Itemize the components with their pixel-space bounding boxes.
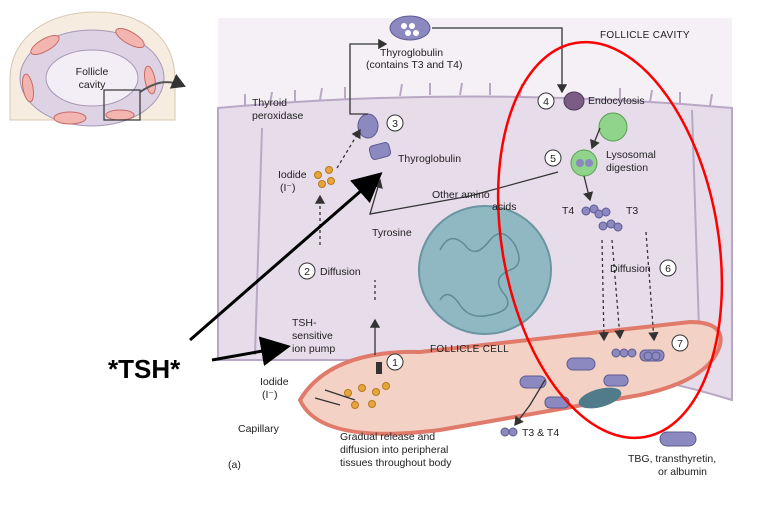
diffusion-right-label: Diffusion xyxy=(610,263,651,275)
thyroglobulin-mid-label: Thyroglobulin xyxy=(398,153,461,165)
tsh-arrows xyxy=(189,172,383,366)
endocytosis-vesicle-icon xyxy=(563,91,585,111)
step-3: 3 xyxy=(392,118,398,130)
inset-label: Follicle xyxy=(76,66,109,78)
step-markers: 3 4 5 2 6 1 7 xyxy=(298,92,689,371)
endocytosis-label: Endocytosis xyxy=(588,95,645,107)
tsh-annotation: *TSH* xyxy=(108,354,181,384)
follicle-cavity-label: FOLLICLE CAVITY xyxy=(600,30,690,41)
labels: FOLLICLE CAVITY Thyroglobulin (contains … xyxy=(228,30,716,478)
lysosomal-label: Lysosomal xyxy=(606,149,656,161)
diffusion-left-label: Diffusion xyxy=(320,266,361,278)
thyroglobulin-top-label: Thyroglobulin xyxy=(380,47,443,59)
inset-label-2: cavity xyxy=(79,79,107,91)
t4-label: T4 xyxy=(562,205,574,217)
follicle-cell-illustration xyxy=(217,18,733,476)
step-4: 4 xyxy=(543,96,549,108)
highlight-ellipse xyxy=(496,40,724,440)
gradual-release-label-2: diffusion into peripheral xyxy=(340,444,448,456)
step-7: 7 xyxy=(677,338,683,350)
follicle-inset: Follicle cavity xyxy=(9,11,186,127)
step-5: 5 xyxy=(550,153,556,165)
panel-label: (a) xyxy=(228,459,241,471)
capillary-label: Capillary xyxy=(238,423,280,435)
t3-label: T3 xyxy=(626,205,638,217)
green-vesicle-icon xyxy=(598,112,628,142)
peroxidase-icon xyxy=(357,113,379,139)
tbg-label: TBG, transthyretin, xyxy=(628,453,716,465)
thyroglobulin-top-sub: (contains T3 and T4) xyxy=(366,59,463,71)
thyroid-peroxidase-label-2: peroxidase xyxy=(252,110,304,122)
step-6: 6 xyxy=(665,263,671,275)
tsh-pump-label-2: sensitive xyxy=(292,330,333,342)
ion-pump-icon xyxy=(376,362,382,374)
thyroglobulin-mid-icon xyxy=(368,142,392,160)
lysosomal-label-2: digestion xyxy=(606,162,648,174)
tsh-pump-label: TSH- xyxy=(292,317,317,329)
nucleus xyxy=(418,205,552,335)
gradual-release-label: Gradual release and xyxy=(340,431,435,443)
tbg-label-2: or albumin xyxy=(658,466,707,478)
iodide-capillary-label-2: (I⁻) xyxy=(262,389,277,401)
other-amino-label: Other amino xyxy=(432,189,490,201)
step-1: 1 xyxy=(392,357,398,369)
follicle-cell-label: FOLLICLE CELL xyxy=(430,344,509,355)
iodide-cell-label-2: (I⁻) xyxy=(280,182,295,194)
gradual-release-label-3: tissues throughout body xyxy=(340,457,452,469)
other-amino-label-2: acids xyxy=(492,201,517,213)
thyroid-peroxidase-label: Thyroid xyxy=(252,97,287,109)
iodide-cell-label: Iodide xyxy=(278,169,307,181)
tsh-pump-label-3: ion pump xyxy=(292,343,335,355)
step-2: 2 xyxy=(304,266,310,278)
t3-t4-label: T3 & T4 xyxy=(522,427,559,439)
iodide-capillary-label: Iodide xyxy=(260,376,289,388)
tyrosine-label: Tyrosine xyxy=(372,227,412,239)
